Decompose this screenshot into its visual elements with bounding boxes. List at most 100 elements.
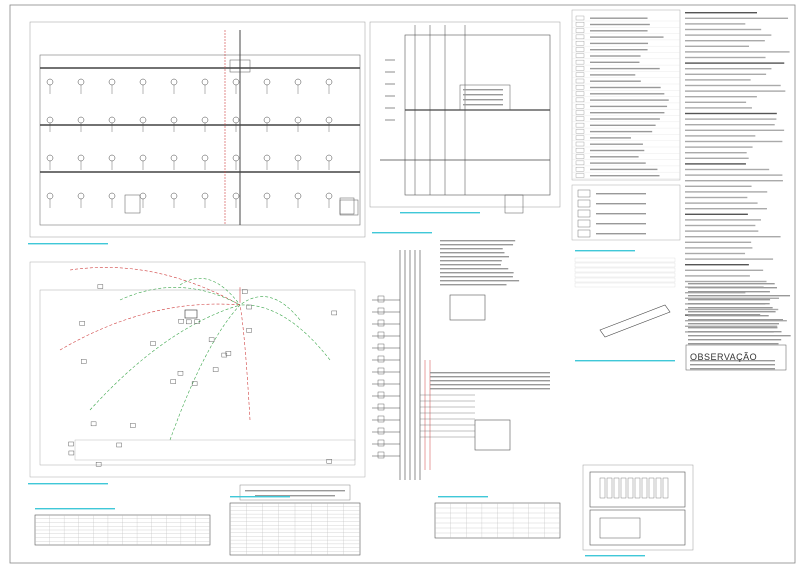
legend-symbols	[571, 9, 681, 362]
text-line	[685, 62, 785, 64]
text-line	[463, 94, 503, 96]
outline	[575, 59, 585, 65]
outline	[221, 352, 228, 358]
text-line	[688, 319, 784, 321]
outline	[186, 319, 192, 325]
outline	[239, 484, 351, 501]
outline	[229, 59, 251, 73]
text-line	[690, 360, 775, 362]
text-line	[590, 36, 664, 38]
outline	[577, 229, 591, 238]
text-line	[685, 101, 747, 103]
outline	[574, 272, 676, 278]
outline	[627, 477, 634, 499]
circuit-path	[89, 304, 241, 411]
text-line	[685, 90, 786, 92]
text-line	[372, 232, 432, 234]
lamp-icon	[46, 78, 54, 86]
lamp-icon	[325, 78, 333, 86]
circuit-path	[179, 278, 241, 306]
text-line	[685, 45, 750, 47]
text-line	[596, 203, 646, 205]
text-line	[35, 508, 115, 510]
text-line	[463, 104, 503, 106]
text-line	[590, 149, 645, 152]
outline	[575, 41, 585, 46]
text-line	[685, 180, 783, 182]
outline	[377, 343, 385, 351]
outline	[404, 34, 551, 196]
outline	[641, 477, 648, 499]
outline	[377, 307, 385, 315]
lamp-icon	[46, 192, 54, 200]
outline	[575, 167, 585, 172]
text-line	[685, 241, 752, 243]
outline	[575, 85, 585, 90]
text-line	[688, 303, 770, 305]
outline	[613, 477, 620, 499]
text-line	[685, 269, 764, 271]
text-line	[688, 287, 777, 289]
outline	[577, 199, 591, 208]
outline	[377, 439, 385, 447]
text-line	[685, 247, 753, 249]
outline	[39, 54, 361, 226]
text-line	[585, 555, 645, 557]
text-line	[685, 34, 772, 36]
outline	[178, 318, 184, 324]
text-line	[28, 243, 108, 245]
outline	[574, 257, 676, 263]
lamp-icon	[294, 154, 302, 162]
lamp-icon	[325, 192, 333, 200]
outline	[571, 184, 681, 241]
text-line	[688, 307, 773, 309]
outline	[90, 421, 97, 427]
text-line	[440, 276, 513, 278]
text-line	[685, 280, 767, 283]
text-line	[685, 56, 766, 59]
text-line	[685, 163, 746, 165]
text-line	[685, 68, 772, 70]
text-line	[590, 67, 660, 70]
outline	[377, 295, 385, 303]
text-line	[685, 308, 779, 311]
text-line	[590, 93, 665, 95]
outline	[225, 351, 232, 356]
outline	[575, 141, 585, 147]
text-line	[590, 30, 648, 32]
outline	[655, 477, 662, 499]
text-line	[688, 331, 782, 333]
lamp-icon	[77, 154, 85, 162]
text-line	[685, 325, 778, 327]
outline	[474, 419, 511, 451]
circuit-path	[119, 287, 241, 306]
lamp-icon	[170, 154, 178, 162]
outline	[634, 477, 641, 499]
text-line	[245, 490, 345, 492]
text-line	[28, 483, 108, 485]
text-line	[575, 250, 635, 252]
text-line	[590, 124, 656, 126]
riser-diagram	[372, 232, 550, 480]
lamp-icon	[139, 78, 147, 86]
text-line	[685, 230, 759, 232]
lamp-icon	[294, 78, 302, 86]
outline	[242, 289, 248, 294]
text-line	[685, 252, 746, 255]
text-line	[590, 23, 650, 26]
text-line	[685, 17, 789, 19]
text-line	[230, 496, 290, 498]
text-line	[690, 364, 775, 366]
text-line	[590, 80, 641, 82]
outline	[97, 284, 104, 289]
outline	[574, 262, 676, 268]
text-line	[590, 42, 649, 45]
lamp-icon	[201, 116, 209, 124]
text-line	[596, 193, 646, 195]
outline	[29, 261, 366, 478]
text-line	[688, 283, 775, 285]
outline	[377, 331, 385, 339]
text-line	[685, 124, 775, 126]
outline	[574, 267, 676, 273]
text-line	[685, 236, 781, 238]
